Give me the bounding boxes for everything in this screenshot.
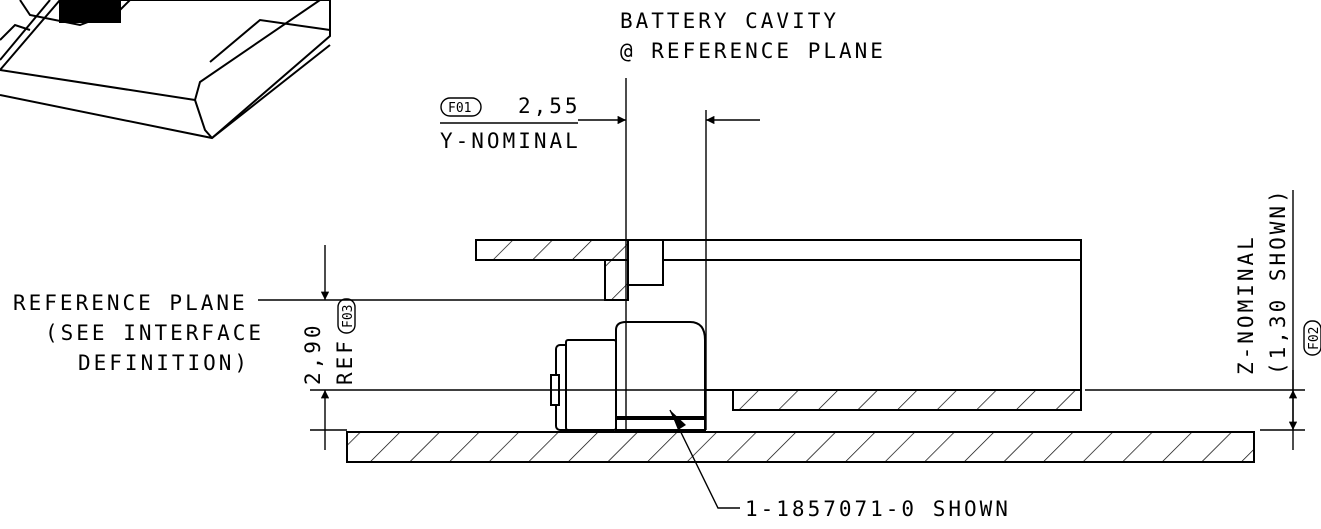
housing-cover	[475, 239, 1082, 411]
z-nominal-line2: (1,30 SHOWN)	[1266, 187, 1290, 375]
y-tag: F01	[440, 97, 482, 117]
reference-plane-line1: REFERENCE PLANE	[13, 291, 248, 315]
y-label: Y-NOMINAL	[440, 129, 581, 153]
reference-plane-line3: DEFINITION)	[78, 351, 250, 375]
z-tag: F02	[1307, 327, 1321, 350]
pcb-base	[346, 431, 1255, 463]
svg-text:F01: F01	[448, 101, 471, 116]
reference-plane-line2: (SEE INTERFACE	[45, 321, 264, 345]
height-value: 2,90	[301, 322, 325, 385]
part-number: 1-1857071-0 SHOWN	[745, 497, 1011, 521]
connector-body	[550, 321, 706, 431]
y-value: 2,55	[518, 94, 581, 118]
height-ref: REF	[333, 338, 357, 385]
battery-cavity-line1: BATTERY CAVITY	[620, 9, 839, 33]
battery-cavity-line2: @ REFERENCE PLANE	[620, 39, 886, 63]
svg-text:F03: F03	[341, 305, 356, 328]
dimension-lines	[258, 78, 1305, 509]
isometric-view	[0, 0, 331, 140]
z-nominal-line1: Z-NOMINAL	[1234, 234, 1258, 375]
